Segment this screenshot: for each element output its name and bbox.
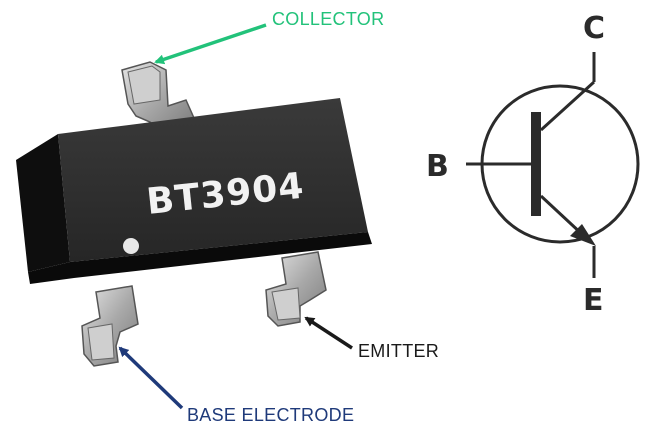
base-lead bbox=[81, 285, 139, 367]
emitter-lead bbox=[265, 251, 327, 327]
pin-e-label: E bbox=[583, 283, 604, 318]
emitter-arrowhead bbox=[570, 224, 596, 246]
base-arrow bbox=[118, 346, 184, 410]
pin-b-label: B bbox=[426, 149, 449, 184]
pin-c-label: C bbox=[583, 11, 605, 46]
base-electrode-label: BASE ELECTRODE bbox=[187, 405, 354, 425]
chip-body: BT3904 bbox=[16, 98, 372, 284]
collector-lead bbox=[121, 61, 195, 133]
collector-wire bbox=[539, 80, 596, 132]
emitter-arrow bbox=[304, 316, 353, 350]
collector-label: COLLECTOR bbox=[272, 9, 384, 29]
base-bar bbox=[531, 112, 541, 216]
emitter-label: EMITTER bbox=[358, 341, 439, 361]
collector-arrow bbox=[154, 23, 267, 65]
pin1-dot bbox=[123, 238, 139, 254]
npn-transistor-symbol: C B E bbox=[426, 11, 640, 318]
